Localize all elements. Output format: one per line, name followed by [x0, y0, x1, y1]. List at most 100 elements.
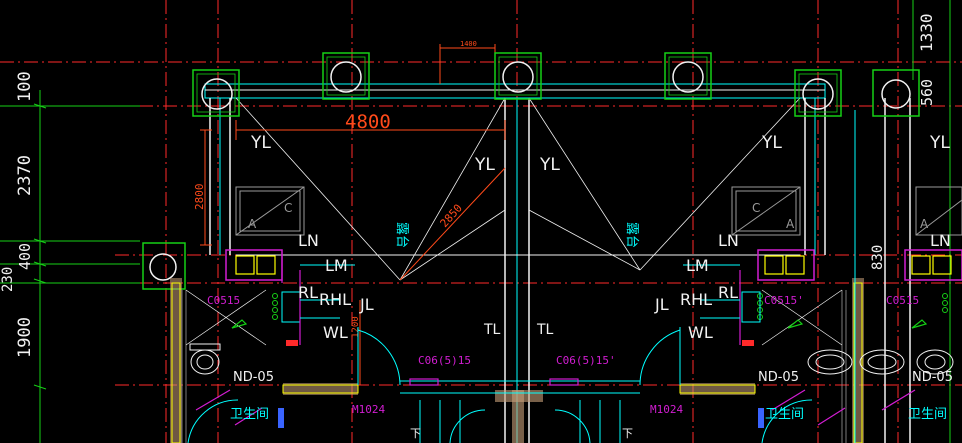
label-wl-left: WL: [323, 323, 348, 342]
label-rl-right: RL: [718, 283, 738, 302]
equipment-box-left: [235, 186, 305, 236]
right-dimension-chain: 1330 560 830: [870, 0, 951, 443]
column-circle-icon: [149, 253, 177, 281]
label-jl-left: JL: [359, 295, 374, 314]
box-label-c-right: C: [752, 201, 760, 215]
column-far-right: [872, 69, 920, 117]
dim-left-230: 230: [0, 267, 16, 292]
toilet-left: [189, 343, 221, 375]
cyan-detail-lines: [300, 110, 856, 443]
column-circle-icon: [672, 61, 704, 93]
box-label-a-far-right: A: [920, 217, 929, 231]
box-label-a-right: A: [786, 217, 795, 231]
dim-top-small: 1400: [460, 40, 477, 48]
green-markers: [231, 319, 928, 329]
column-lower-left: [142, 242, 186, 290]
door-swing-icon: [639, 329, 681, 386]
dim-right-560: 560: [918, 79, 936, 106]
label-down-right: 下: [622, 427, 633, 440]
equipment-box-far-right: [915, 186, 962, 236]
label-terrace-right: 露台: [624, 222, 639, 248]
left-dimension-chain: 100 2370 400 230 1900: [0, 71, 140, 443]
label-rhl-left: RHL: [319, 290, 351, 309]
fixture-rows: [272, 291, 948, 346]
pipe-shaft-far-right: [904, 249, 962, 281]
terrace-drain-slopes: [235, 97, 801, 281]
column-circle-icon: [502, 61, 534, 93]
toilet-far-right: [916, 349, 954, 375]
column-right: [794, 69, 842, 117]
dim-left-1900: 1900: [15, 317, 35, 358]
dim-left-400: 400: [16, 243, 34, 270]
label-wl-right: WL: [688, 323, 713, 342]
washbasin-icon: [859, 349, 905, 375]
label-yl-left: YL: [250, 133, 271, 153]
label-bathroom-right: 卫生间: [908, 407, 947, 422]
equipment-box-icon: [735, 190, 797, 232]
bathroom-door-swings: [187, 399, 813, 443]
top-walls: [204, 83, 911, 443]
label-yl-far-right: YL: [929, 133, 950, 153]
label-yl-center-left: YL: [474, 155, 495, 175]
label-rl-left: RL: [298, 283, 318, 302]
box-label-c-left: C: [284, 201, 292, 215]
label-lm-left: LM: [325, 256, 348, 275]
blue-markers: [278, 408, 764, 428]
pipe-labels: YL YL YL YL YL LN LN LN LM LM RL RHL JL …: [250, 133, 951, 342]
dim-2800: 2800: [193, 184, 206, 211]
column-2: [322, 52, 370, 100]
red-dimension-lines: [200, 44, 506, 385]
label-bathroom-left: 卫生间: [230, 407, 269, 422]
column-left: [192, 69, 240, 117]
column-circle-icon: [201, 78, 233, 110]
label-tl-left: TL: [483, 322, 501, 338]
equipment-box-right: [731, 186, 801, 236]
insulation-hatch: [181, 290, 847, 443]
label-terrace-left: 露台: [394, 222, 409, 248]
door-window-tags: C0515 C0515' C0515 C06(5)15 C06(5)15' M1…: [207, 294, 919, 440]
label-nd05-right: ND-05: [912, 370, 953, 385]
label-c06-left: C06(5)15: [418, 354, 471, 367]
pipe-shaft-right: [757, 249, 815, 281]
column-circle-icon: [881, 79, 911, 109]
dim-right-1330: 1330: [917, 13, 936, 52]
label-ln-far-right: LN: [930, 231, 951, 250]
label-nd05-center: ND-05: [758, 370, 799, 385]
label-c0515-center: C0515': [764, 294, 804, 307]
label-yl-center-right: YL: [539, 155, 560, 175]
label-m1024-right: M1024: [650, 403, 683, 416]
magenta-lines: [195, 255, 916, 426]
bathroom-cross-lines: [185, 289, 843, 346]
dim-left-2370: 2370: [15, 155, 35, 196]
door-swing-icon: [357, 329, 401, 386]
label-down-left: 下: [410, 427, 421, 440]
dim-left-100: 100: [15, 71, 35, 102]
door-swing-left: [357, 327, 401, 386]
label-ln-right: LN: [718, 231, 739, 250]
column-circle-icon: [802, 78, 834, 110]
dim-right-830: 830: [870, 245, 886, 270]
label-nd05-left: ND-05: [233, 370, 274, 385]
dim-4800: 4800: [345, 111, 391, 133]
label-ln-left: LN: [298, 231, 319, 250]
label-lm-right: LM: [686, 256, 709, 275]
label-rhl-right: RHL: [680, 290, 712, 309]
door-swing-right: [639, 327, 681, 386]
label-yl-right: YL: [761, 133, 782, 153]
label-tl-right: TL: [536, 322, 554, 338]
washbasin-icon: [807, 349, 853, 375]
label-bathroom-center: 卫生间: [765, 407, 804, 422]
washbasin-center: [807, 349, 905, 375]
label-c0515-left: C0515: [207, 294, 240, 307]
toilet-icon: [916, 349, 954, 375]
label-jl-right: JL: [654, 295, 669, 314]
equipment-box-icon: [239, 190, 301, 232]
column-center: [494, 52, 542, 100]
label-c0515-right: C0515: [886, 294, 919, 307]
label-m1024-left: M1024: [352, 403, 385, 416]
column-4: [664, 52, 712, 100]
column-circle-icon: [330, 61, 362, 93]
